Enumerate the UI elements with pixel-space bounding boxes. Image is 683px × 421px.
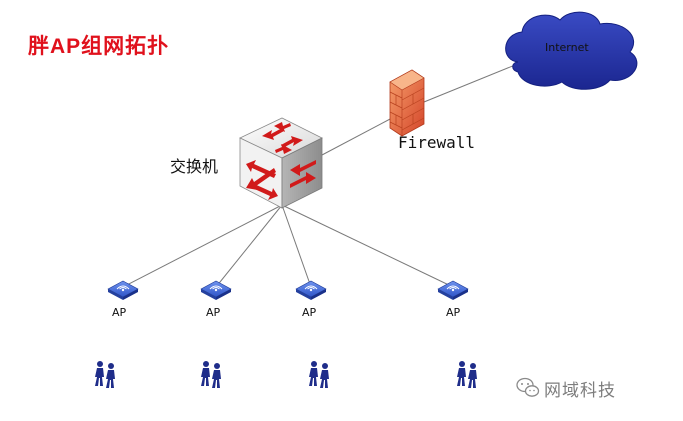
ap-label: AP [112, 306, 127, 319]
watermark-text: 网域科技 [544, 381, 616, 401]
users-icon [309, 361, 329, 388]
internet-label: Internet [545, 41, 589, 54]
internet-cloud-icon [505, 11, 638, 90]
link-switch-ap4 [281, 204, 454, 288]
link-switch-ap3 [281, 204, 312, 288]
firewall-label: Firewall [398, 133, 476, 152]
ap-icon [295, 280, 327, 300]
ap-label: AP [302, 306, 317, 319]
connection-lines [122, 62, 521, 288]
link-switch-firewall [321, 117, 393, 156]
ap-label: AP [446, 306, 461, 319]
wechat-icon [516, 377, 540, 397]
ap-label: AP [206, 306, 221, 319]
firewall-icon [389, 69, 425, 137]
users-icon [95, 361, 115, 388]
users-icon [201, 361, 221, 388]
ap-icon [437, 280, 469, 300]
user-groups [95, 361, 477, 388]
link-switch-ap1 [122, 204, 283, 288]
link-switch-ap2 [215, 204, 283, 288]
users-icon [457, 361, 477, 388]
switch-icon [239, 117, 323, 209]
ap-icon [107, 280, 139, 300]
ap-icon [200, 280, 232, 300]
switch-label: 交换机 [170, 157, 219, 176]
page-title: 胖AP组网拓扑 [28, 35, 170, 58]
link-firewall-internet [423, 62, 521, 103]
access-points [107, 280, 469, 300]
